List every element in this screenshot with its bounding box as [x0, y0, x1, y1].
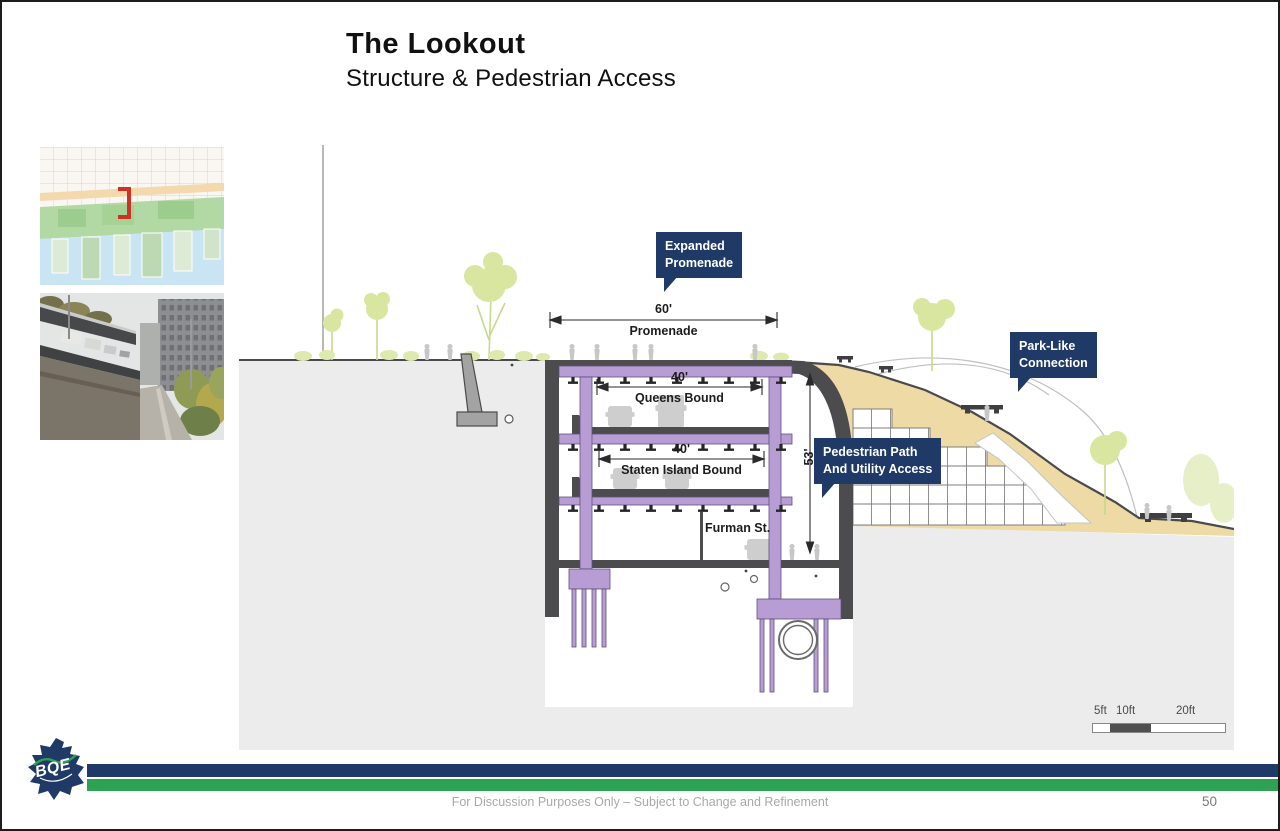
dimension-lines — [548, 312, 815, 555]
furman-street — [124, 385, 192, 440]
title-block: The Lookout Structure & Pedestrian Acces… — [346, 28, 676, 93]
pile-cap-right — [756, 598, 842, 620]
bqe-logo-shape — [28, 738, 84, 800]
location-map — [40, 147, 224, 285]
existing-condition-photo — [40, 293, 224, 440]
page-title: The Lookout — [346, 28, 526, 60]
earth-right — [853, 525, 1234, 750]
earth-below-structure — [545, 707, 853, 750]
dim-staten-label: Staten Island Bound — [621, 463, 742, 477]
callout-park-like-connection: Park-Like Connection — [1011, 333, 1096, 392]
structure-purple — [558, 365, 842, 693]
callout-pedestrian-path: Pedestrian Path And Utility Access — [815, 439, 941, 498]
boreholes — [720, 569, 818, 592]
location-map-thumbnail — [40, 147, 224, 285]
vehicles — [605, 395, 774, 560]
structure-walls — [545, 360, 853, 619]
dim-staten-value: 40' — [673, 442, 690, 456]
left-column — [579, 376, 593, 570]
footer-stripe-navy — [87, 764, 1278, 777]
bqe-road — [40, 183, 224, 201]
dim-promenade-label: Promenade — [629, 324, 698, 338]
bushes — [294, 350, 789, 362]
utility-tunnel — [778, 620, 818, 660]
hill-surface — [781, 359, 1234, 531]
curved-wall — [777, 360, 853, 619]
dim-promenade-value: 60' — [655, 302, 672, 316]
furman-street-label: Furman St. — [705, 521, 771, 535]
bqe-logo: BQE — [24, 736, 88, 806]
trees — [294, 252, 1234, 523]
right-column — [768, 376, 782, 600]
furman-divider — [700, 512, 703, 560]
page-number: 50 — [1202, 794, 1218, 809]
footer-stripe-green — [87, 779, 1278, 791]
base-slab — [545, 560, 853, 568]
retaining-wall — [456, 353, 498, 427]
dim-queens-label: Queens Bound — [635, 391, 724, 405]
scale-10ft: 10ft — [1116, 705, 1136, 717]
pile-cap-left — [568, 568, 611, 590]
scale-bar: 5ft 10ft 20ft — [1092, 705, 1232, 737]
page-subtitle: Structure & Pedestrian Access — [346, 65, 676, 92]
bqe-photo — [40, 293, 224, 440]
footer-note: For Discussion Purposes Only – Subject t… — [451, 795, 829, 809]
site-marker — [118, 187, 131, 219]
scale-bar-segment — [1110, 724, 1151, 732]
cantilever-structure — [40, 295, 192, 440]
benches — [837, 356, 1192, 522]
scale-5ft: 5ft — [1094, 705, 1107, 717]
callout-expanded-promenade: Expanded Promenade — [657, 233, 742, 292]
dim-height-value: 53' — [802, 448, 816, 466]
earth-left — [239, 145, 545, 750]
dim-queens-value: 40' — [671, 370, 688, 384]
section-diagram: 60' Promenade 40' Queens Bound 40' State… — [239, 145, 1234, 750]
piers — [51, 228, 221, 280]
scale-20ft: 20ft — [1176, 705, 1196, 717]
scale-bar-rule — [1092, 723, 1226, 733]
